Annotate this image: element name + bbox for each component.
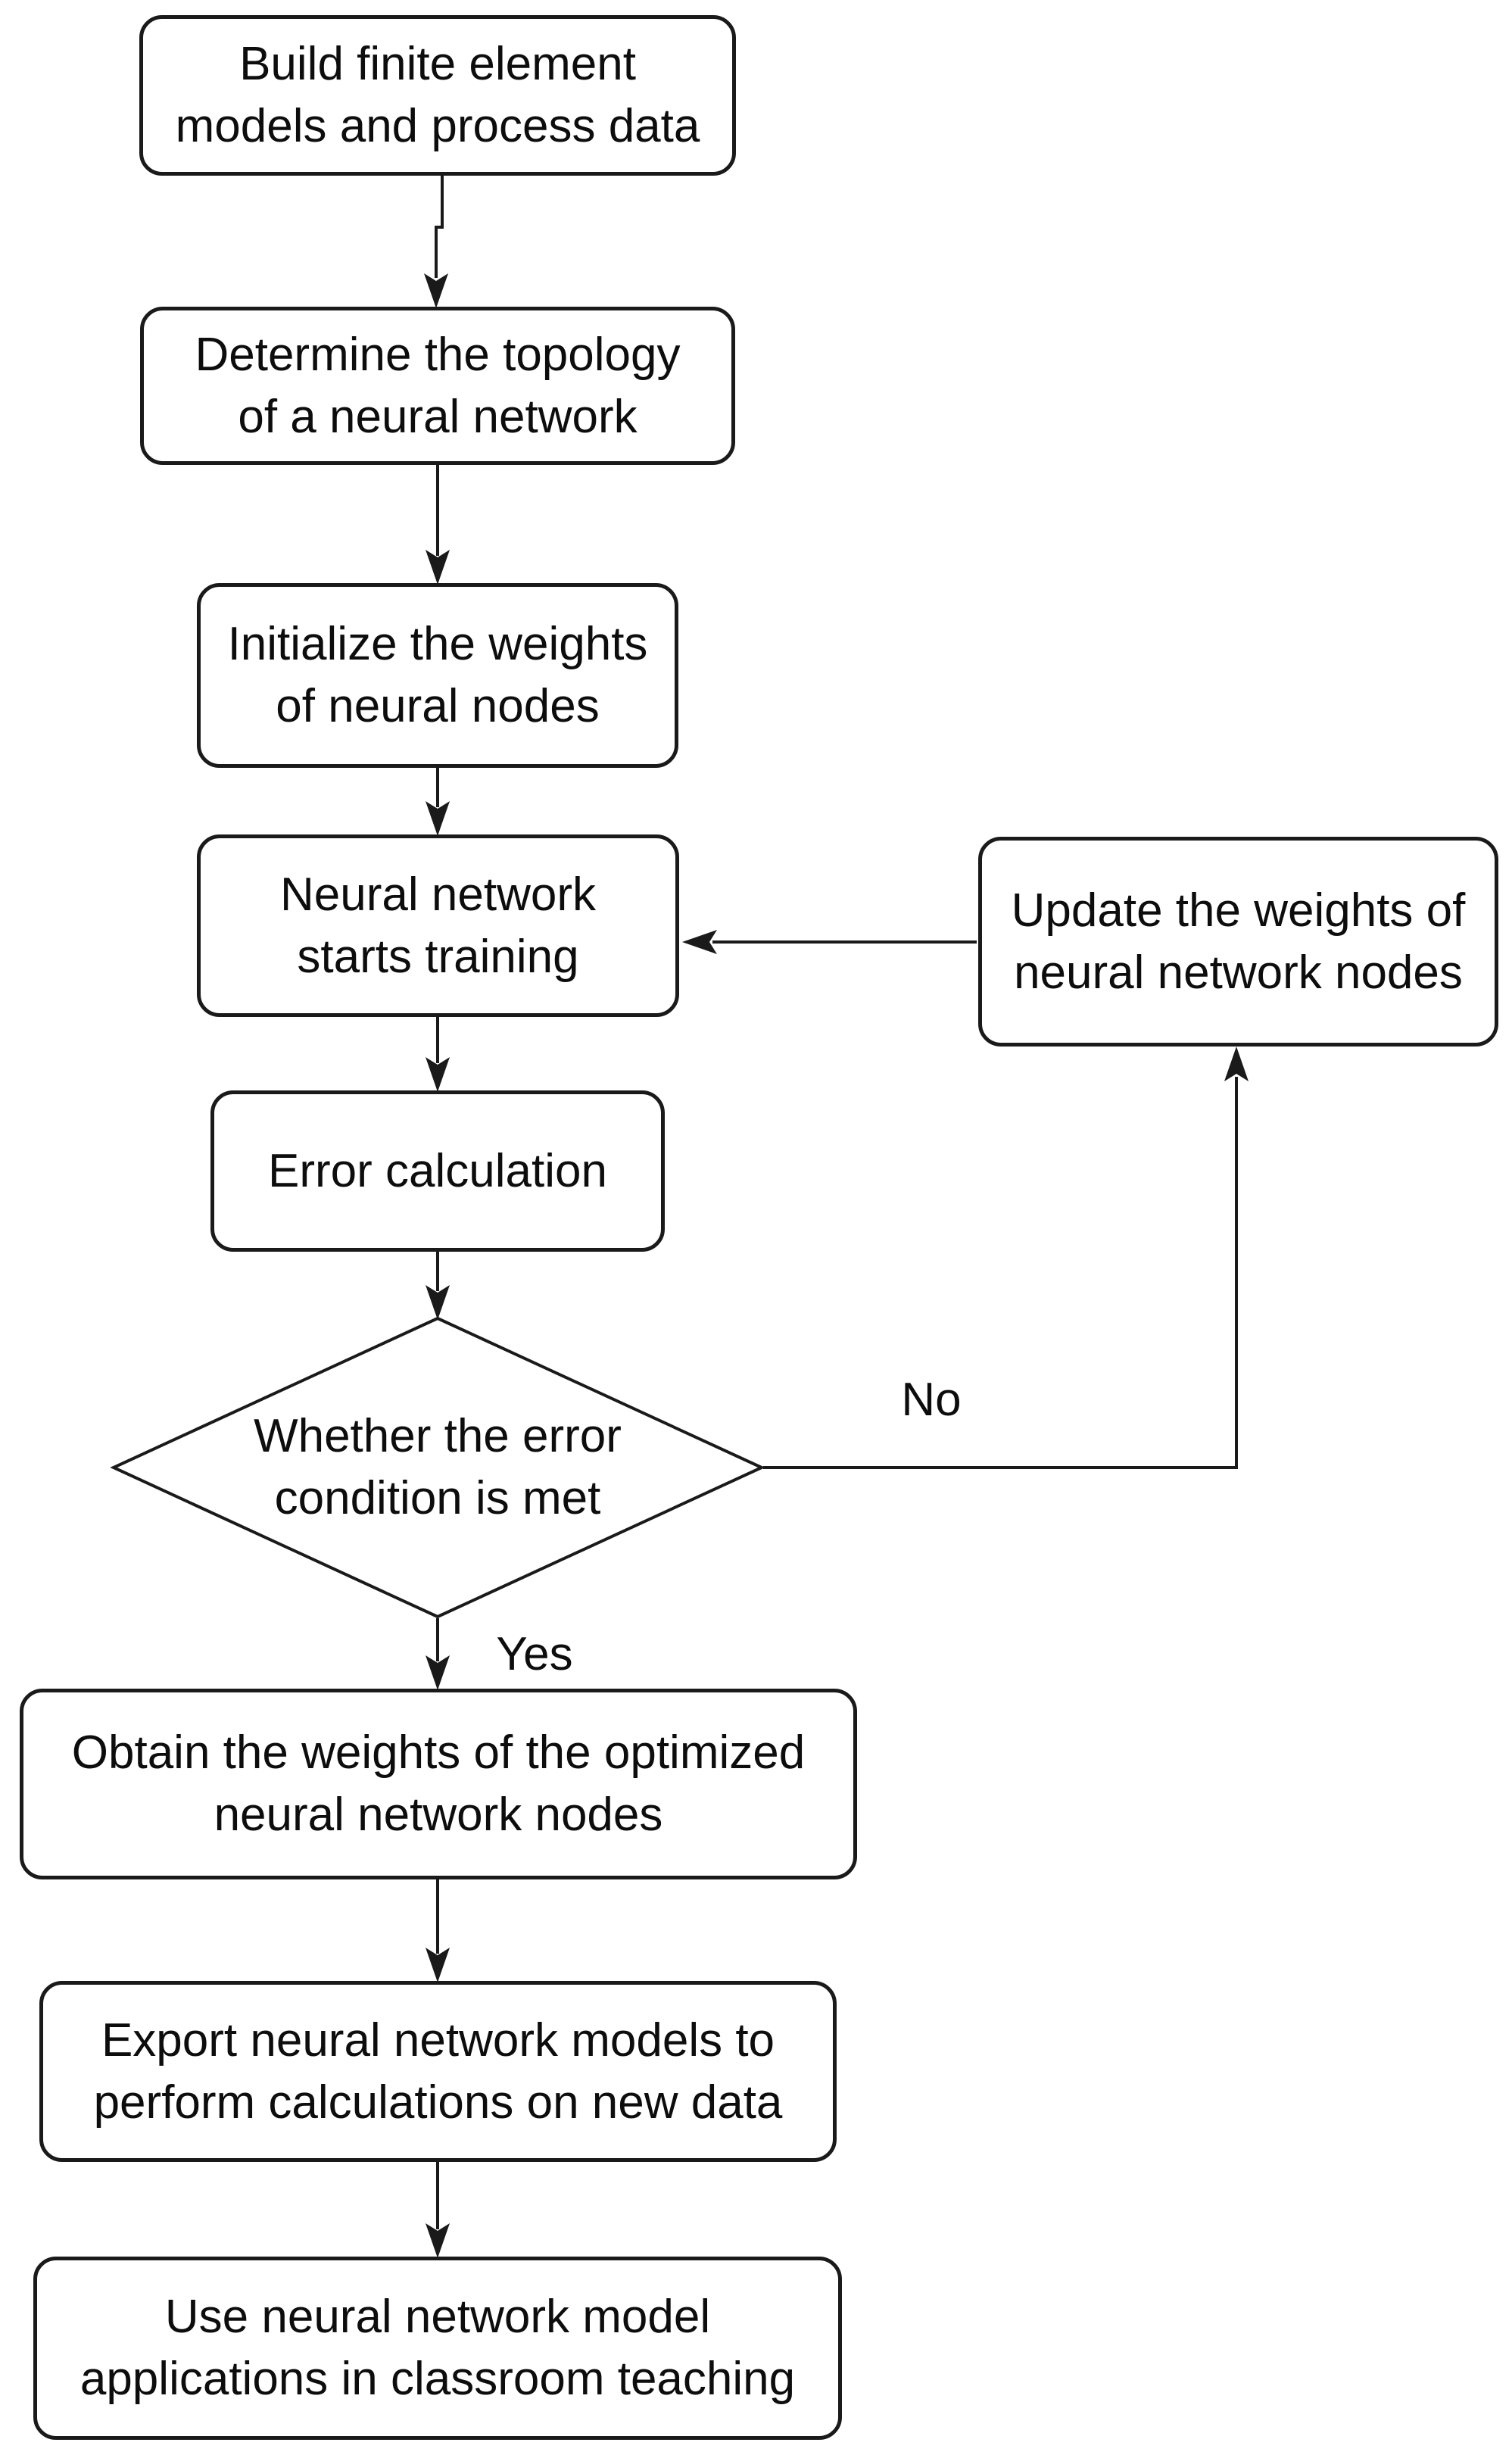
- node-label-line: neural network nodes: [1014, 946, 1463, 999]
- node-label-line: Obtain the weights of the optimized: [71, 1727, 806, 1779]
- arrowhead-train-to-error: [426, 1057, 450, 1092]
- node-label-line: models and process data: [175, 100, 700, 152]
- arrowhead-init-to-train: [426, 801, 450, 836]
- node-use-in-classroom: Use neural network model applications in…: [33, 2257, 842, 2440]
- node-decision-error-condition: Whether the error condition is met: [135, 1398, 740, 1537]
- node-label-line: Export neural network models to: [101, 2014, 775, 2067]
- arrowhead-error-to-decision: [426, 1285, 450, 1320]
- node-label-line: starts training: [297, 930, 579, 983]
- node-error-calculation: Error calculation: [210, 1090, 665, 1252]
- edge-build-to-topology: [435, 176, 444, 278]
- node-label-line: Use neural network model: [164, 2291, 711, 2343]
- arrowhead-decision-to-obtain: [426, 1655, 450, 1690]
- node-label-line: condition is met: [274, 1472, 601, 1524]
- node-label-line: applications in classroom teaching: [79, 2353, 796, 2405]
- node-label-line: neural network nodes: [214, 1789, 663, 1841]
- node-initialize-weights: Initialize the weights of neural nodes: [197, 583, 678, 768]
- node-determine-topology: Determine the topology of a neural netwo…: [140, 307, 735, 465]
- node-label-line: Build finite element: [239, 38, 636, 90]
- node-export-models: Export neural network models to perform …: [39, 1981, 837, 2162]
- node-label-line: of a neural network: [238, 390, 638, 443]
- node-label-line: Initialize the weights: [227, 618, 648, 670]
- arrowhead-decision-to-update: [1224, 1047, 1249, 1081]
- node-label-line: Error calculation: [268, 1144, 607, 1197]
- node-label-line: Update the weights of: [1011, 884, 1466, 937]
- arrowhead-topology-to-init: [426, 550, 450, 585]
- arrowhead-export-to-use: [426, 2223, 450, 2258]
- arrowhead-obtain-to-export: [426, 1948, 450, 1982]
- node-label-line: Whether the error: [254, 1410, 622, 1462]
- node-label-line: perform calculations on new data: [93, 2076, 783, 2129]
- node-update-weights: Update the weights of neural network nod…: [978, 837, 1498, 1047]
- node-label-line: Neural network: [280, 868, 596, 921]
- node-label-line: Determine the topology: [195, 328, 681, 381]
- arrowhead-build-to-topology: [424, 273, 448, 308]
- node-build-fem-models: Build finite element models and process …: [139, 15, 736, 176]
- edge-label-yes: Yes: [496, 1628, 573, 1680]
- edge-label-no: No: [901, 1374, 962, 1426]
- arrowhead-update-to-train: [682, 930, 717, 954]
- edge-decision-to-update-no: [763, 1077, 1238, 1469]
- node-obtain-optimized-weights: Obtain the weights of the optimized neur…: [20, 1689, 857, 1879]
- node-label-line: of neural nodes: [276, 680, 600, 732]
- decision-diamond-shape: [110, 1316, 765, 1619]
- node-network-starts-training: Neural network starts training: [197, 834, 679, 1017]
